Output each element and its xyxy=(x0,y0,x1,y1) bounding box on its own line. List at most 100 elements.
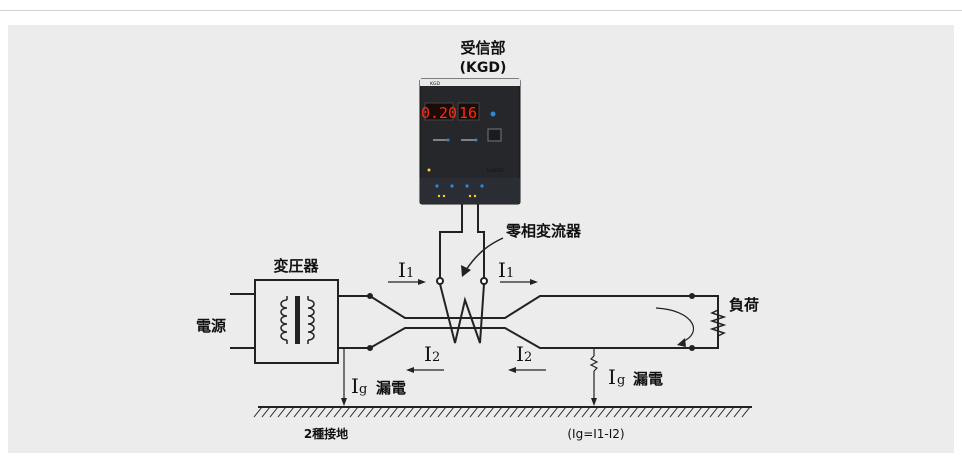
hatch-mark xyxy=(693,406,703,418)
i1-right-arrowhead xyxy=(530,279,538,285)
i2-right-symbol: I xyxy=(516,342,524,366)
hatch-mark xyxy=(549,406,559,418)
i1-left-symbol: I xyxy=(398,258,406,282)
test-switch-knob xyxy=(446,138,450,142)
hatch-mark xyxy=(269,406,279,418)
device-header-strip xyxy=(420,79,520,86)
hatch-mark xyxy=(717,406,727,418)
i2-right-arrowhead xyxy=(508,367,516,373)
hatch-mark xyxy=(365,406,375,418)
leak-label-right: 漏電 xyxy=(633,370,663,388)
load-current-arc xyxy=(655,307,694,343)
hatch-mark xyxy=(485,406,495,418)
ig-left-subscript: g xyxy=(359,382,367,397)
up-button-icon[interactable] xyxy=(465,184,469,188)
hatch-mark xyxy=(517,406,527,418)
status-led-2 xyxy=(442,194,446,198)
receiver-title: 受信部 xyxy=(460,39,505,57)
hatch-mark xyxy=(317,406,327,418)
transformer-label: 変圧器 xyxy=(273,257,319,275)
hatch-mark xyxy=(381,406,391,418)
leak-resistance-right xyxy=(589,355,599,372)
hatch-mark xyxy=(581,406,591,418)
main-conductors xyxy=(338,295,719,349)
zct-lead-wires xyxy=(436,204,488,344)
current-display-value: 0.20 xyxy=(421,104,457,122)
set-button-icon[interactable] xyxy=(435,184,439,188)
hatch-mark xyxy=(325,406,335,418)
zct-terminal-right xyxy=(480,277,488,285)
hatch-mark xyxy=(477,406,487,418)
hatch-mark xyxy=(589,406,599,418)
hatch-mark xyxy=(701,406,711,418)
transformer-windings xyxy=(280,296,315,344)
zct-label: 零相変流器 xyxy=(505,222,582,240)
hatch-mark xyxy=(461,406,471,418)
hatch-mark xyxy=(253,406,263,418)
hatch-mark xyxy=(605,406,615,418)
status-led-4 xyxy=(473,194,477,198)
i2-right-subscript: 2 xyxy=(524,350,532,365)
transformer-core xyxy=(295,296,300,344)
hatch-mark xyxy=(557,406,567,418)
current-display xyxy=(424,102,454,121)
zct-pointer-line xyxy=(465,237,504,271)
top-divider xyxy=(0,10,962,11)
hatch-mark xyxy=(501,406,511,418)
time-display-value: 16 xyxy=(459,104,477,122)
i2-left-subscript: 2 xyxy=(432,350,440,365)
hatch-mark xyxy=(565,406,575,418)
hatch-mark xyxy=(277,406,287,418)
hatch-mark xyxy=(725,406,735,418)
hatch-mark xyxy=(741,406,751,418)
ig-left-symbol: I xyxy=(351,374,359,398)
ground-lead-left-arrowhead xyxy=(341,398,347,406)
i2-left-arrowhead xyxy=(406,367,414,373)
hatch-mark xyxy=(357,406,367,418)
device-header-text: KGD xyxy=(430,81,440,87)
hatch-mark xyxy=(341,406,351,418)
down-button-icon[interactable] xyxy=(480,184,484,188)
hatch-mark xyxy=(573,406,583,418)
primary-winding xyxy=(280,299,288,341)
mode-button-icon[interactable] xyxy=(450,184,454,188)
i1-right-symbol: I xyxy=(498,258,506,282)
zct-lead-right xyxy=(477,204,485,280)
hatch-mark xyxy=(453,406,463,418)
hatch-mark xyxy=(509,406,519,418)
hatch-mark xyxy=(493,406,503,418)
hatch-mark xyxy=(437,406,447,418)
hatch-mark xyxy=(405,406,415,418)
i2-left-symbol: I xyxy=(424,342,432,366)
hatch-mark xyxy=(373,406,383,418)
status-led-3 xyxy=(468,194,472,198)
load-resistor xyxy=(709,309,727,337)
hatch-mark xyxy=(397,406,407,418)
reset-led xyxy=(490,111,496,117)
hatch-mark xyxy=(541,406,551,418)
zct-coil xyxy=(439,283,485,344)
hatch-mark xyxy=(309,406,319,418)
leak-lead-right-arrowhead xyxy=(591,398,597,406)
reset-button[interactable] xyxy=(487,128,502,142)
i1-left-arrowhead xyxy=(418,279,426,285)
node-top-left xyxy=(367,293,373,299)
source-label: 電源 xyxy=(196,317,226,335)
hatch-mark xyxy=(261,406,271,418)
hatch-mark xyxy=(669,406,679,418)
setting-panel xyxy=(420,178,520,204)
hatch-mark xyxy=(533,406,543,418)
reset-switch-knob xyxy=(474,138,478,142)
hatch-mark xyxy=(637,406,647,418)
power-led xyxy=(427,168,431,172)
hatch-mark xyxy=(333,406,343,418)
hatch-mark xyxy=(525,406,535,418)
transformer-box xyxy=(254,279,339,364)
hatch-mark xyxy=(661,406,671,418)
hatch-mark xyxy=(645,406,655,418)
hatch-mark xyxy=(685,406,695,418)
ig-right-symbol: I xyxy=(608,365,616,389)
hatch-mark xyxy=(421,406,431,418)
hatch-mark xyxy=(349,406,359,418)
hatch-mark xyxy=(733,406,743,418)
